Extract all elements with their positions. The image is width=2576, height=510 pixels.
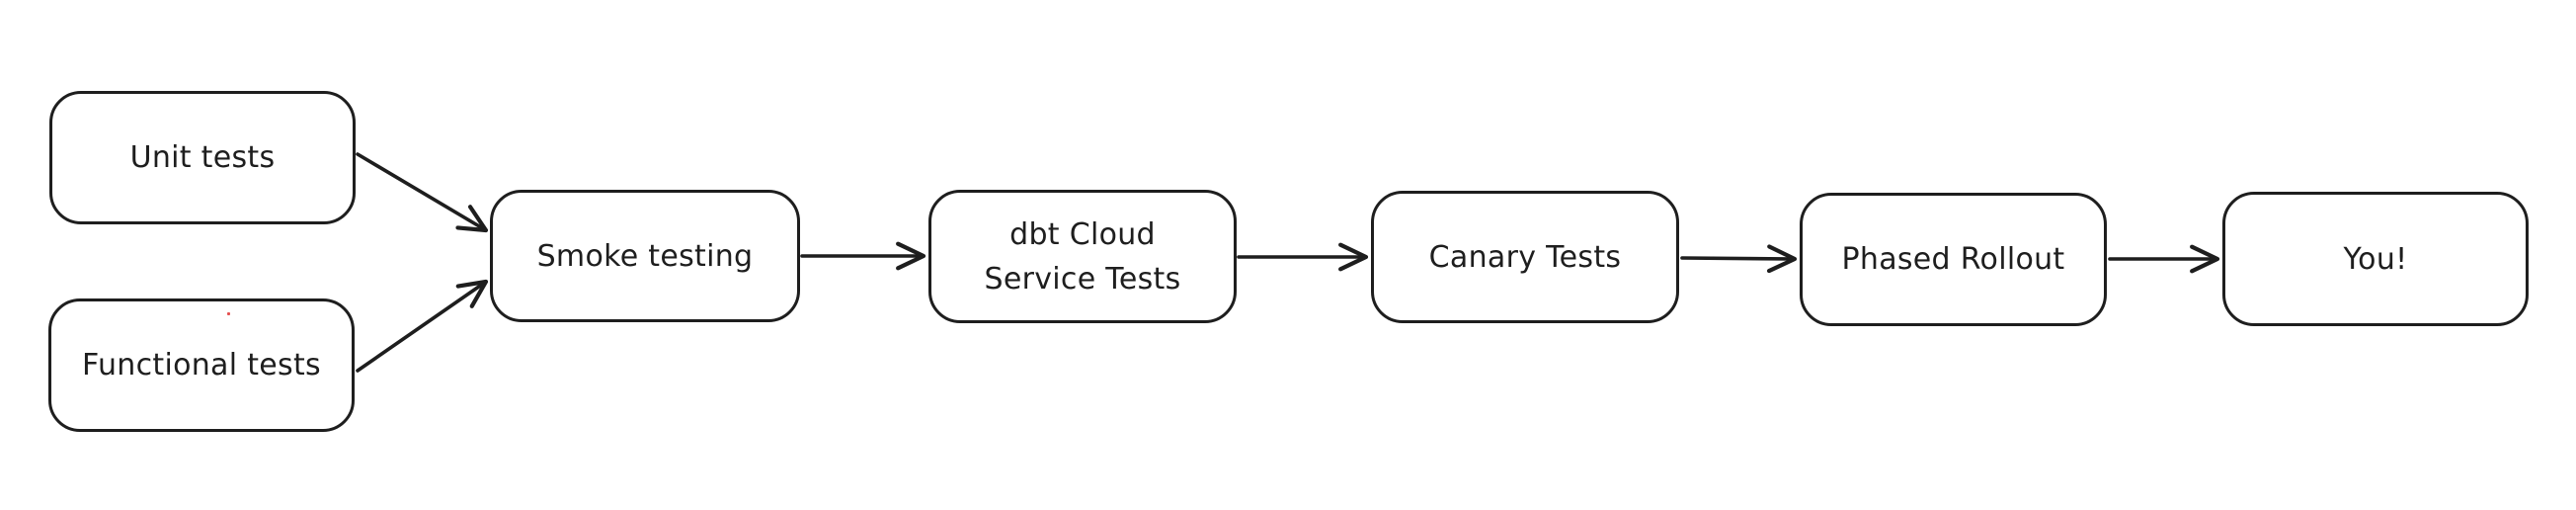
node-canary-tests[interactable]: Canary Tests: [1371, 191, 1679, 323]
edge-canary-tests-to-phased-rollout[interactable]: [1680, 244, 1798, 274]
edge-unit-tests-to-smoke-testing[interactable]: [356, 152, 489, 233]
node-smoke-testing[interactable]: Smoke testing: [490, 190, 800, 322]
node-phased-rollout[interactable]: Phased Rollout: [1800, 193, 2107, 326]
stray-red-pixel: [227, 312, 230, 315]
node-unit-tests[interactable]: Unit tests: [49, 91, 356, 224]
node-you-label: You!: [2343, 241, 2408, 277]
node-functional-tests-label: Functional tests: [82, 348, 321, 382]
node-dbt-cloud-service-tests-label: dbt Cloud Service Tests: [984, 216, 1181, 297]
node-unit-tests-label: Unit tests: [129, 140, 276, 175]
node-phased-rollout-label: Phased Rollout: [1841, 242, 2065, 277]
node-canary-tests-label: Canary Tests: [1428, 239, 1622, 275]
node-functional-tests[interactable]: Functional tests: [48, 298, 355, 432]
node-you[interactable]: You!: [2222, 192, 2529, 326]
node-smoke-testing-label: Smoke testing: [536, 238, 754, 274]
node-dbt-cloud-service-tests[interactable]: dbt Cloud Service Tests: [928, 190, 1237, 323]
edge-functional-tests-to-smoke-testing[interactable]: [356, 279, 489, 373]
